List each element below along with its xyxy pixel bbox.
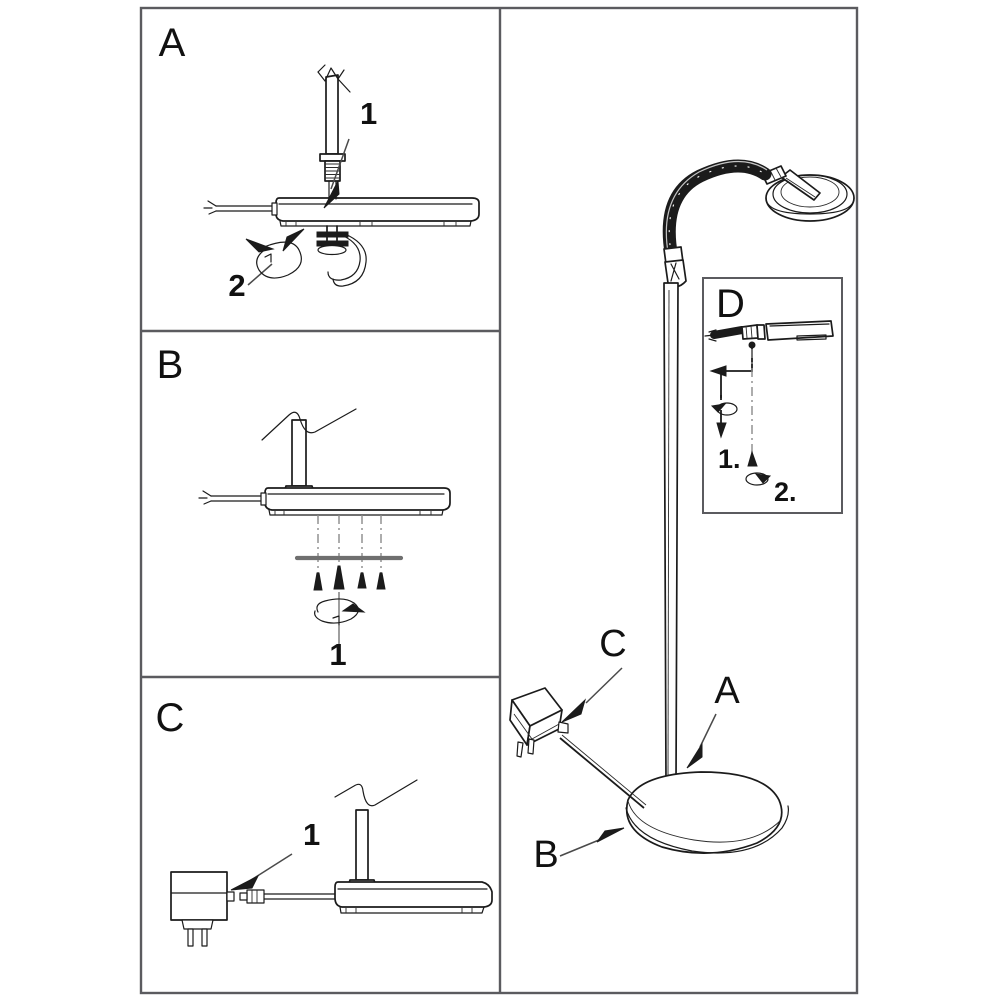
panel-a-step-2: 2 bbox=[228, 228, 305, 303]
callout-b-letter: B bbox=[533, 834, 558, 876]
lamp-pole bbox=[663, 282, 679, 785]
panel-a-step-1: 1 bbox=[323, 96, 377, 209]
panel-b-step-1-label: 1 bbox=[329, 637, 346, 672]
panel-d-letter: D bbox=[716, 282, 745, 326]
arm-joint-collar bbox=[663, 246, 687, 288]
flexible-gooseneck-arm bbox=[662, 159, 772, 265]
callout-c: C bbox=[561, 623, 627, 723]
pole-threaded-end bbox=[317, 64, 351, 200]
callout-c-letter: C bbox=[599, 623, 626, 665]
head-connector-arm bbox=[780, 169, 821, 201]
pole-with-break-symbol-c bbox=[334, 779, 418, 887]
panel-a-step-1-label: 1 bbox=[360, 96, 377, 131]
dc-cable bbox=[559, 734, 647, 809]
base-plate-side-view-c bbox=[334, 881, 493, 914]
panel-c-letter: C bbox=[156, 696, 185, 740]
callout-b: B bbox=[533, 827, 625, 876]
panel-b-step-1: 1 bbox=[314, 592, 366, 672]
panel-b-artwork: B bbox=[157, 343, 451, 672]
callout-a: A bbox=[686, 670, 740, 769]
assembled-lamp-illustration: C A B bbox=[509, 159, 855, 876]
base-plate-side-view bbox=[275, 197, 480, 227]
panel-d-head-detail bbox=[704, 320, 834, 342]
panel-frames bbox=[139, 6, 859, 995]
base-cable-outlet bbox=[203, 200, 278, 216]
panel-c-step-1-label: 1 bbox=[303, 817, 320, 852]
dc-barrel-jack bbox=[239, 889, 265, 904]
base-plate-side-view-b bbox=[264, 487, 451, 516]
panel-d-step-1-label: 1. bbox=[718, 444, 741, 474]
lamp-base-disc bbox=[625, 771, 789, 854]
power-adapter bbox=[509, 687, 569, 758]
panel-d-step-2: 2. bbox=[745, 341, 797, 507]
panel-a-letter: A bbox=[159, 21, 186, 65]
panel-c-artwork: C bbox=[156, 696, 493, 947]
pole-with-break-symbol-b bbox=[261, 408, 357, 493]
panel-d-frame bbox=[702, 277, 843, 514]
power-adapter-c bbox=[170, 871, 235, 947]
panel-d-artwork: D bbox=[702, 277, 843, 514]
panel-d-step-2-label: 2. bbox=[774, 477, 797, 507]
base-cable-outlet-b bbox=[198, 490, 267, 506]
screws-group bbox=[313, 565, 386, 591]
panel-b-letter: B bbox=[157, 343, 184, 387]
panel-a-step-2-label: 2 bbox=[228, 268, 245, 303]
dc-lead-c bbox=[263, 893, 336, 900]
panel-c-step-1: 1 bbox=[230, 817, 320, 891]
screw-alignment-lines bbox=[317, 515, 382, 584]
callout-a-letter: A bbox=[714, 670, 740, 712]
panel-a-artwork: A bbox=[159, 21, 480, 303]
panel-d-step-1: 1. bbox=[709, 345, 753, 474]
fixing-nut-and-wire bbox=[316, 225, 367, 287]
